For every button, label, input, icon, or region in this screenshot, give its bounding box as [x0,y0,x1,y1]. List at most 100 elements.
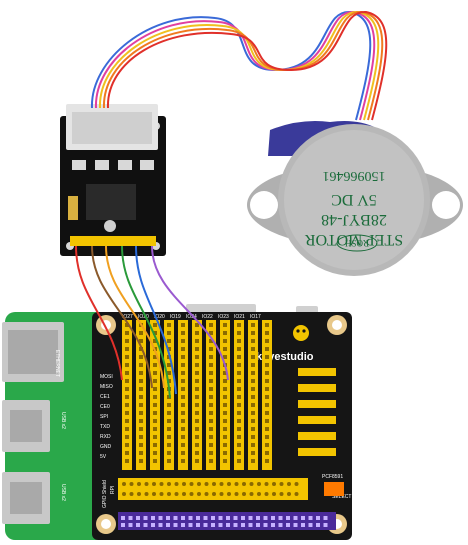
purple-pin [188,523,193,527]
header-pin [125,395,129,399]
top-pin-label: IO22 [202,314,213,320]
header-pin [153,419,157,423]
header-pin [195,347,199,351]
purple-pin [218,516,223,520]
header-pin [139,355,143,359]
bottom-pin [294,492,299,496]
header-pin [195,443,199,447]
header-pin [265,459,269,463]
header-pin [181,363,185,367]
header-pin [265,379,269,383]
bottom-pin [167,482,171,486]
header-pin [209,395,213,399]
bottom-pin [189,482,194,486]
header-pin [237,451,241,455]
motor-model: 28BYJ-48 [321,211,387,228]
led-a [72,160,86,170]
header-pin [153,435,157,439]
header-pin [125,419,129,423]
header-pin [223,323,227,327]
header-pin [153,451,157,455]
header-pin [195,339,199,343]
purple-pin [136,516,140,520]
motor-label-block: STEP MOTOR 28BYJ-48 5V DC 150966461 [305,168,404,248]
header-pin [125,411,129,415]
header-pin [209,403,213,407]
purple-pin [143,523,148,527]
bottom-header-strip [118,478,308,500]
header-pin [153,443,157,447]
header-pin [223,387,227,391]
header-pin [223,355,227,359]
gpio-shield: keyestudio MOSIMISOCE1CE0SPITXDRXDGND5V … [92,312,352,540]
bottom-pin [242,492,246,496]
side-connector [298,368,336,376]
header-pin [125,459,129,463]
bottom-pin [167,492,171,496]
purple-pin [226,523,230,527]
purple-pin [218,523,223,527]
header-pin [251,387,255,391]
header-pin [153,411,157,415]
purple-pin [256,516,260,520]
header-pin [209,411,213,415]
purple-pin [263,523,268,527]
left-pin-label: MOSI [100,374,113,380]
header-pin [195,331,199,335]
bottom-pin [129,482,134,486]
purple-pin [323,516,328,520]
header-pin [223,427,227,431]
header-pin [181,323,185,327]
purple-pin [256,523,260,527]
driver-chip [86,184,136,220]
header-pin [195,363,199,367]
header-pin [181,435,185,439]
motor-label: STEP MOTOR [305,231,404,248]
purple-pin [323,523,328,527]
header-pin [195,419,199,423]
header-pin [125,331,129,335]
header-pin [265,363,269,367]
header-pin [265,403,269,407]
purple-pin [188,516,193,520]
header-pin [139,459,143,463]
header-pin [223,347,227,351]
purple-pin [226,516,230,520]
header-pin [209,363,213,367]
side-connector [298,384,336,392]
header-pin [139,419,143,423]
header-pin [265,331,269,335]
header-pin [181,443,185,447]
purple-header [118,512,336,530]
header-pin [139,363,143,367]
header-pin [251,355,255,359]
purple-pin [301,516,305,520]
header-pin [195,387,199,391]
purple-pin [233,523,238,527]
header-pin [223,379,227,383]
header-pin [167,443,171,447]
bottom-pin [137,492,141,496]
purple-pin [211,516,215,520]
header-pin [209,443,213,447]
purple-pin [241,523,245,527]
top-pin-label: IO20 [154,314,165,320]
bottom-pin [152,492,156,496]
purple-pin [316,523,320,527]
header-pin [223,339,227,343]
header-pin [167,363,171,367]
header-pin [139,443,143,447]
header-pin [195,411,199,415]
header-pin [153,339,157,343]
bottom-pin [219,482,224,486]
header-pin [181,427,185,431]
header-pin [237,443,241,447]
purple-pin [196,516,200,520]
bottom-pin [174,482,179,486]
bottom-pin [264,482,269,486]
header-pin [125,363,129,367]
header-pin [237,411,241,415]
header-pin [237,419,241,423]
header-pin [209,419,213,423]
